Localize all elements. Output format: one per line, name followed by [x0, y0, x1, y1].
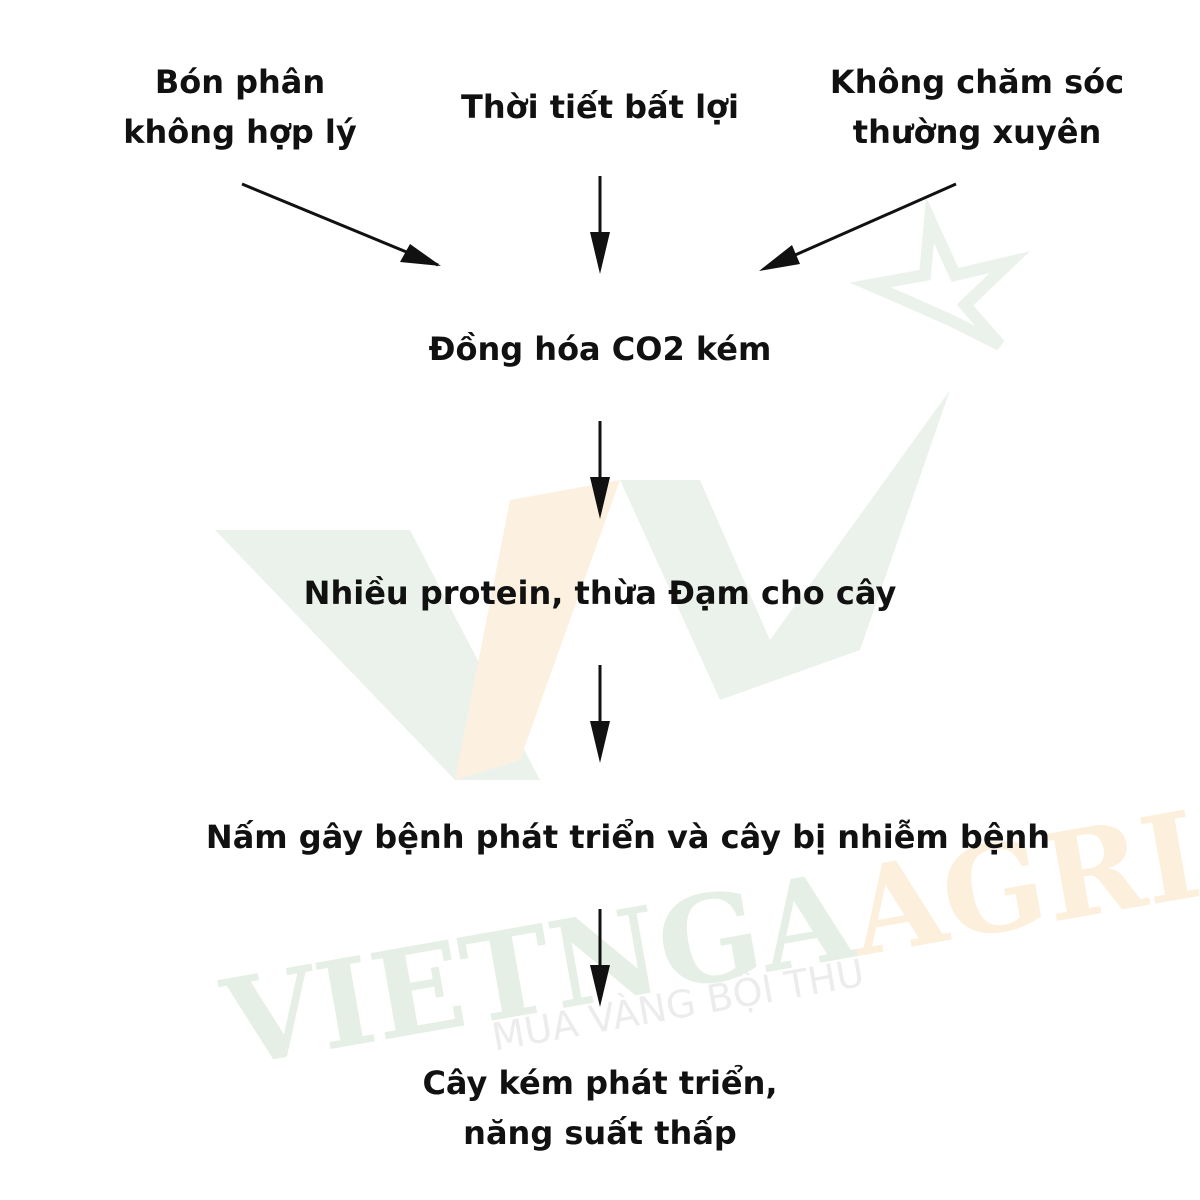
arrowhead-fungus [590, 965, 610, 1007]
node-fungus: Nấm gây bệnh phát triển và cây bị nhiễm … [206, 812, 1050, 862]
arrowhead-care [759, 245, 800, 271]
node-co2: Đồng hóa CO2 kém [429, 324, 772, 374]
node-weather-line1: Thời tiết bất lợi [461, 88, 739, 126]
node-co2-line1: Đồng hóa CO2 kém [428, 330, 772, 368]
node-protein-line1: Nhiều protein, thừa Đạm cho cây [303, 574, 897, 612]
node-fungus-line1: Nấm gây bệnh phát triển và cây bị nhiễm … [205, 818, 1051, 856]
node-care-line1: Không chăm sóc [829, 63, 1125, 101]
node-result: Cây kém phát triển, năng suất thấp [422, 1058, 777, 1158]
arrow-care-to-co2 [767, 182, 957, 269]
node-fertilizer-line2: không hợp lý [123, 113, 357, 151]
node-fertilizer: Bón phân không hợp lý [123, 57, 357, 157]
arrowhead-fertilizer [400, 244, 441, 266]
node-fertilizer-line1: Bón phân [154, 63, 326, 101]
arrowhead-weather [590, 232, 610, 274]
node-result-line1: Cây kém phát triển, [422, 1064, 778, 1102]
arrow-fertilizer-to-co2 [241, 182, 439, 267]
arrowhead-protein [590, 721, 610, 763]
node-weather: Thời tiết bất lợi [461, 82, 739, 132]
arrowhead-co2 [590, 477, 610, 519]
node-result-line2: năng suất thấp [463, 1114, 737, 1152]
node-care-line2: thường xuyên [852, 113, 1102, 151]
watermark-logo [215, 196, 1031, 780]
node-protein: Nhiều protein, thừa Đạm cho cây [304, 568, 897, 618]
node-care: Không chăm sóc thường xuyên [830, 57, 1124, 157]
